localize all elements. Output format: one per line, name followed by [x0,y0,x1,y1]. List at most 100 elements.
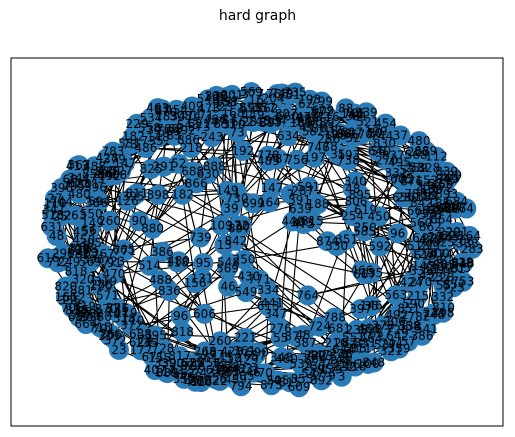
node-label: 684 [445,195,468,209]
node-label: 355 [173,372,196,386]
graph-node [385,285,406,306]
graph-node [243,193,264,214]
node-label: 828 [417,161,440,175]
node-label: 480 [418,234,441,248]
node-label: 766 [156,122,179,136]
node-label: 830 [373,137,396,151]
node-label: 807 [275,107,298,121]
node-label: 53 [409,160,424,174]
node-label: 35 [330,147,345,161]
node-label: 126 [411,247,434,261]
graph-node [369,141,390,161]
node-label: 158 [214,96,237,110]
node-label: 152 [415,174,438,188]
node-label: 155 [360,266,383,280]
graph-node [68,239,89,260]
node-label: 591 [297,180,320,194]
node-label: 699 [242,196,265,210]
node-label: 753 [452,275,475,289]
node-label: 488 [83,159,106,173]
graph-node [369,206,389,227]
node-label: 279 [313,369,336,383]
node-label: 825 [140,162,163,176]
node-label: 548 [217,256,240,270]
node-label: 305 [232,369,255,383]
node-label: 597 [259,116,282,130]
node-label: 872 [310,105,333,119]
node-label: 380 [89,310,112,324]
node-label: 874 [316,234,339,248]
node-label: 10 [367,126,382,140]
node-label: 459 [224,373,247,387]
node-label: 480 [68,187,91,201]
graph-node [59,290,80,311]
node-label: 192 [231,144,254,158]
node-label: 330 [325,239,348,253]
node-label: 158 [219,351,242,365]
graph-node [104,253,125,273]
node-label: 206 [451,235,474,249]
node-label: 27 [47,192,62,206]
graph-node [195,341,216,362]
node-label: 188 [306,197,329,211]
node-label: 582 [302,125,325,139]
graph-node [225,369,246,390]
node-label: 569 [79,255,102,269]
node-label: 340 [344,174,367,188]
node-label: 430 [237,269,260,283]
node-label: 276 [269,322,292,336]
node-label: 875 [260,378,283,392]
node-label: 332 [431,290,454,304]
node-label: 897 [228,222,251,236]
node-label: 63 [168,122,183,136]
node-label: 149 [81,216,104,230]
node-label: 188 [329,127,352,141]
node-label: 8 [341,348,349,362]
graph-node [168,153,189,174]
node-label: 803 [310,349,333,363]
node-label: 357 [253,101,276,115]
node-label: 820 [54,280,77,294]
graph-node [190,372,211,392]
graph-node [172,321,193,342]
node-label: 815 [279,375,302,389]
graph-node [387,325,408,346]
node-label: 629 [67,244,90,258]
node-label: 259 [405,161,428,175]
node-label: 785 [437,172,460,186]
node-label: 771 [248,273,271,287]
node-label: 848 [362,356,385,370]
graph-node [354,264,375,285]
node-label: 377 [241,87,264,101]
node-label: 48 [49,229,64,243]
node-label: 287 [334,336,357,350]
node-label: 818 [171,325,194,339]
node-label: 123 [210,100,233,114]
node-label: 180 [290,116,313,130]
node-label: 182 [122,129,145,143]
node-label: 782 [49,209,72,223]
graph-node [358,353,379,374]
node-label: 855 [291,372,314,386]
node-label: 892 [310,373,333,387]
graph-node [127,113,147,134]
graph-node [433,302,453,323]
node-label: 817 [168,349,191,363]
node-label: 527 [110,164,133,178]
node-label: 267 [92,247,115,261]
node-label: 139 [320,363,343,377]
node-label: 278 [330,347,353,361]
node-label: 43 [419,268,434,282]
node-label: 185 [427,196,450,210]
node-label: 762 [256,101,279,115]
node-label: 715 [89,320,112,334]
node-label: 199 [365,124,388,138]
graph-node [68,155,89,176]
node-label: 397 [349,302,372,316]
node-label: 709 [67,243,90,257]
node-label: 730 [226,192,249,206]
node-label: 428 [96,151,119,165]
node-label: 168 [222,106,245,120]
node-label: 280 [396,191,419,205]
node-label: 249 [57,255,80,269]
